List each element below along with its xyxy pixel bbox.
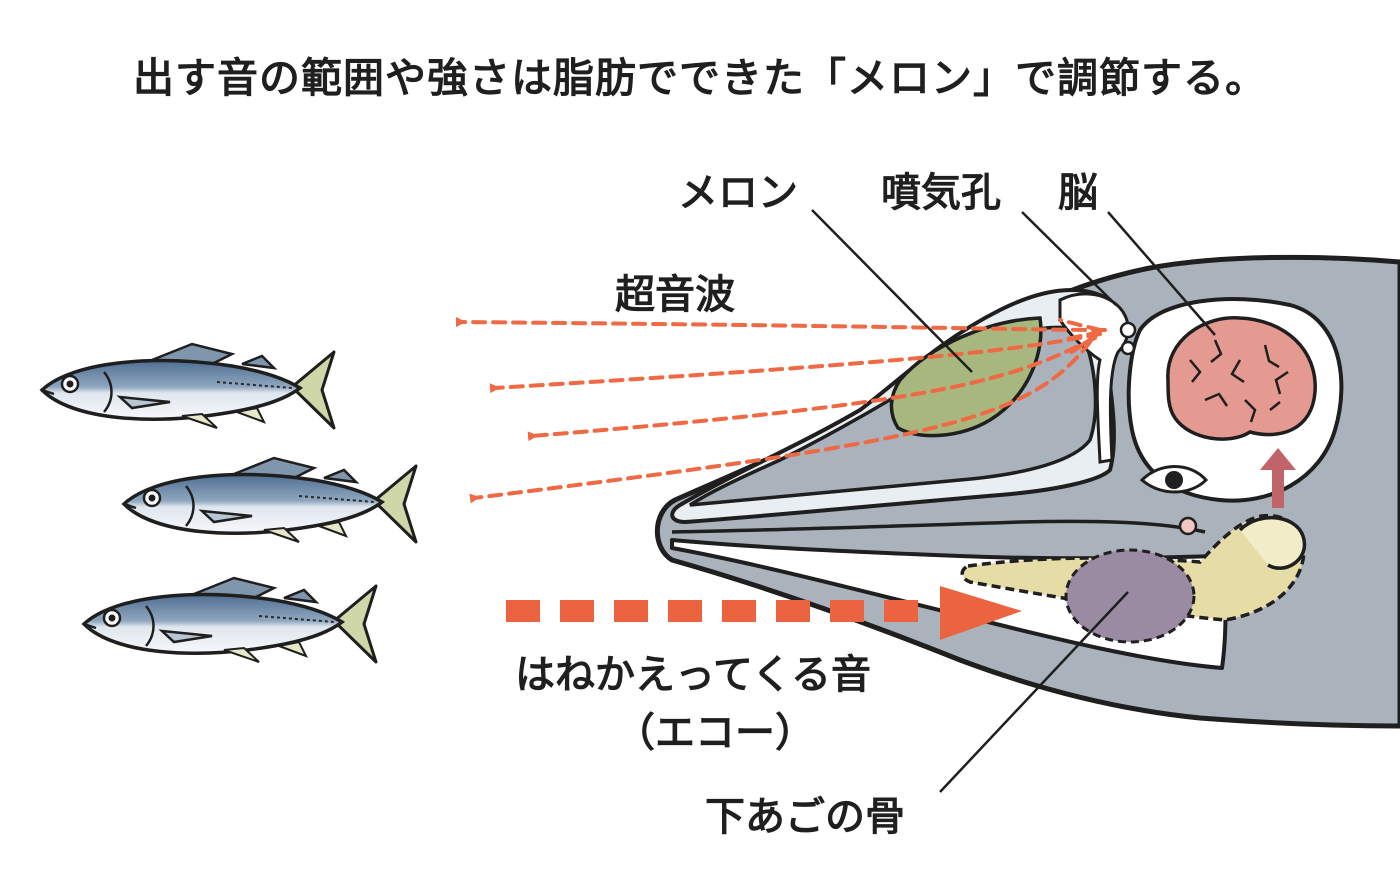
echo-arrow-icon [506,586,1022,640]
ultrasound-label: 超音波 [615,272,735,318]
brain-label: 脳 [1058,170,1098,216]
fish-icon [40,342,336,430]
melon-label: メロン [678,170,798,216]
echo-label: はねかえってくる音 [515,652,871,698]
fish-icon [122,456,418,544]
lower-jaw-label: 下あごの骨 [705,794,905,840]
fat-pad-shape [1064,548,1196,644]
fish-icon [82,576,378,664]
leader-lines [811,209,1216,793]
echo-sublabel: （エコー） [615,710,815,756]
ultrasound-arrows [455,316,1107,504]
brain-arrow-icon [1260,448,1296,508]
eye-icon [1139,465,1209,494]
brain-icon [1166,316,1317,441]
page-title: 出す音の範囲や強さは脂肪でできた「メロン」で調節する。 [133,54,1267,102]
blowhole-label: 噴気孔 [881,170,1001,216]
